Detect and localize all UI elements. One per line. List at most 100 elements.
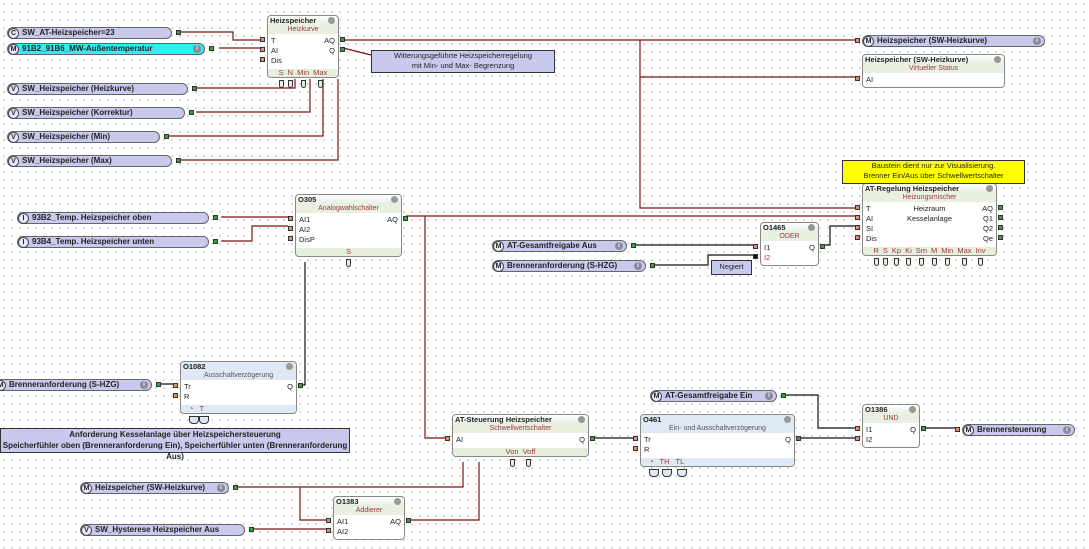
out-connector[interactable] xyxy=(176,30,181,35)
parameter-connector[interactable] xyxy=(905,258,911,266)
input-connector-dis[interactable] xyxy=(260,57,265,62)
input-connector-ai[interactable] xyxy=(445,436,450,441)
digital-connection-wire[interactable] xyxy=(823,225,855,246)
input-connector-ai[interactable] xyxy=(260,47,265,52)
out-connector[interactable] xyxy=(233,485,238,490)
comment-box[interactable]: Anforderung Kesselanlage über Heizspeich… xyxy=(0,428,350,461)
parameter-connector[interactable] xyxy=(873,258,879,266)
info-icon[interactable] xyxy=(391,196,398,203)
input-connector-t[interactable] xyxy=(260,37,265,42)
input-connector-t[interactable] xyxy=(855,205,860,210)
out-connector[interactable] xyxy=(213,215,218,220)
parameter-connector[interactable] xyxy=(188,416,199,424)
analog-connection-wire[interactable] xyxy=(342,47,372,56)
output-connector-q2[interactable] xyxy=(998,225,1003,230)
analog-connection-wire[interactable] xyxy=(196,79,296,89)
analog-connection-wire[interactable] xyxy=(299,487,326,521)
output-connector-q[interactable] xyxy=(820,244,825,249)
output-connector-qe[interactable] xyxy=(998,235,1003,240)
out-connector[interactable] xyxy=(176,158,181,163)
input-connector-i2[interactable] xyxy=(855,436,860,441)
info-icon[interactable]: i xyxy=(140,381,148,389)
input-connector-ai2[interactable] xyxy=(326,528,331,533)
parameter-connector[interactable] xyxy=(931,258,937,266)
comment-box[interactable]: Baustein dient nur zur Visualisierung.Br… xyxy=(842,160,1025,184)
input-connector-ai2[interactable] xyxy=(288,226,293,231)
input-connector-r[interactable] xyxy=(173,393,178,398)
analog-connection-wire[interactable] xyxy=(196,79,311,113)
output-connector-aq[interactable] xyxy=(403,216,408,221)
out-connector[interactable] xyxy=(156,382,161,387)
parameter-connector[interactable] xyxy=(345,259,351,267)
input-connector-tr[interactable] xyxy=(633,436,638,441)
in-connector[interactable] xyxy=(855,38,860,43)
input-connector-i1[interactable] xyxy=(753,244,758,249)
analog-connection-wire[interactable] xyxy=(639,40,855,209)
out-connector[interactable] xyxy=(213,239,218,244)
parameter-connector[interactable] xyxy=(278,80,284,88)
out-connector[interactable] xyxy=(781,393,786,398)
output-connector-aq[interactable] xyxy=(998,205,1003,210)
analog-connection-wire[interactable] xyxy=(233,462,464,488)
parameter-connector[interactable] xyxy=(961,258,967,266)
info-icon[interactable] xyxy=(394,498,401,505)
out-connector[interactable] xyxy=(249,527,254,532)
info-icon[interactable] xyxy=(994,56,1001,63)
input-connector-i2[interactable] xyxy=(753,254,758,259)
analog-connection-wire[interactable] xyxy=(409,462,480,521)
output-connector-q[interactable] xyxy=(590,436,595,441)
info-icon[interactable]: i xyxy=(615,242,623,250)
parameter-connector[interactable] xyxy=(677,469,688,477)
parameter-connector[interactable] xyxy=(648,469,659,477)
parameter-connector[interactable] xyxy=(882,258,888,266)
digital-connection-wire[interactable] xyxy=(301,262,306,386)
output-connector-q[interactable] xyxy=(796,436,801,441)
info-icon[interactable]: i xyxy=(217,484,225,492)
out-connector[interactable] xyxy=(631,243,636,248)
info-icon[interactable] xyxy=(986,185,993,192)
parameter-connector[interactable] xyxy=(509,459,515,467)
digital-connection-wire[interactable] xyxy=(650,254,753,266)
analog-connection-wire[interactable] xyxy=(181,31,260,41)
info-icon[interactable]: i xyxy=(193,45,201,53)
parameter-connector[interactable] xyxy=(287,80,293,88)
input-connector-disp[interactable] xyxy=(288,236,293,241)
info-icon[interactable] xyxy=(909,406,916,413)
info-icon[interactable]: i xyxy=(634,262,642,270)
out-connector[interactable] xyxy=(650,263,655,268)
input-connector-ai[interactable] xyxy=(855,76,860,81)
input-connector-dis[interactable] xyxy=(855,235,860,240)
info-icon[interactable] xyxy=(578,416,585,423)
analog-connection-wire[interactable] xyxy=(221,225,288,242)
parameter-connector[interactable] xyxy=(300,80,306,88)
output-connector-q[interactable] xyxy=(921,426,926,431)
info-icon[interactable] xyxy=(808,224,815,231)
input-connector-ai[interactable] xyxy=(855,215,860,220)
output-connector-q[interactable] xyxy=(340,47,345,52)
info-icon[interactable] xyxy=(784,416,791,423)
out-connector[interactable] xyxy=(189,110,194,115)
in-connector[interactable] xyxy=(955,427,960,432)
